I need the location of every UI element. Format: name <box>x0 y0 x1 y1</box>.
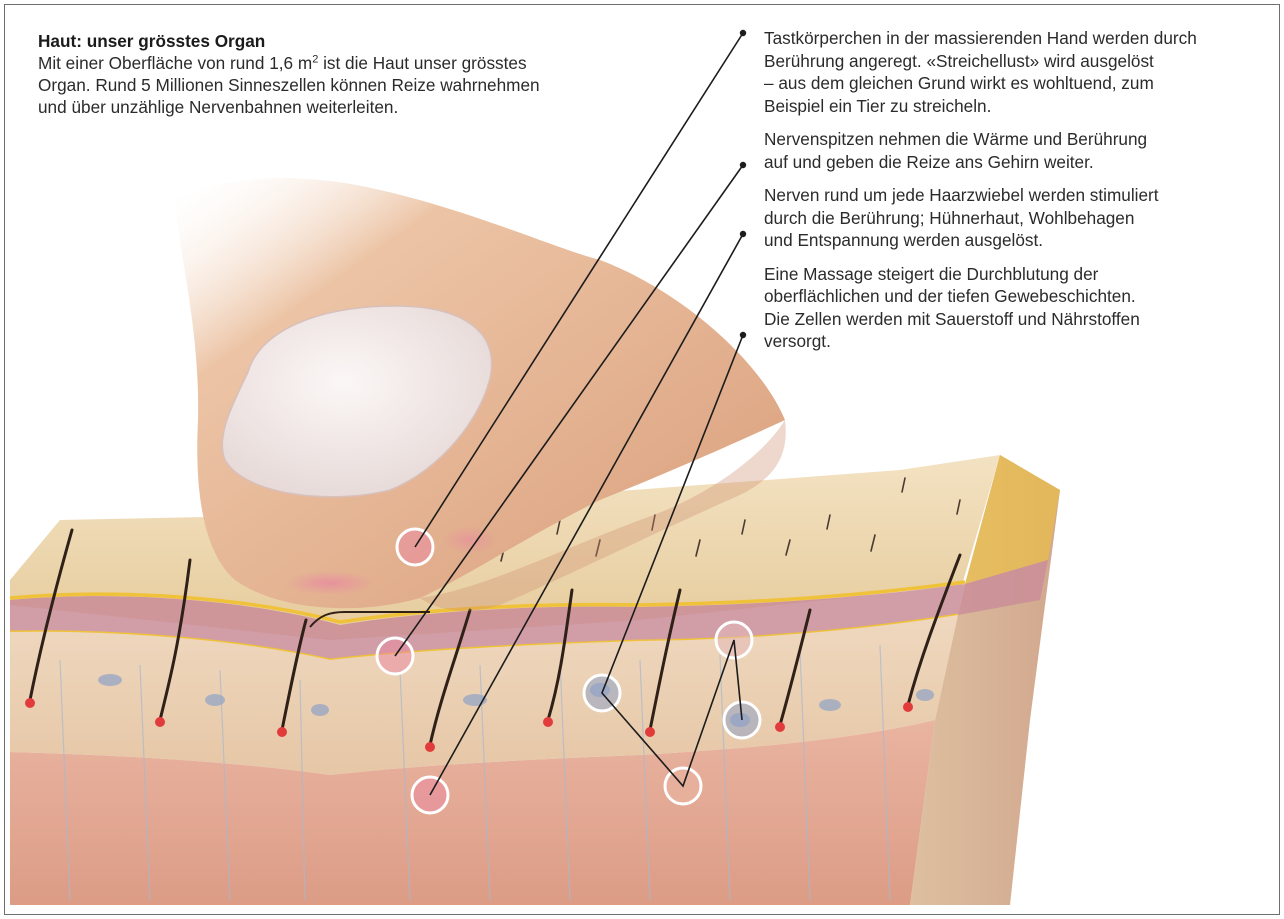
intro-title: Haut: unser grösstes Organ <box>38 30 558 52</box>
intro-text-block: Haut: unser grösstes Organ Mit einer Obe… <box>38 30 558 118</box>
intro-body-part1: Mit einer Oberfläche von rund 1,6 m <box>38 53 312 73</box>
callout-tastkoerperchen: Tastkörperchen in der massierenden Hand … <box>764 27 1276 117</box>
leader-dot <box>740 30 746 338</box>
intro-body: Mit einer Oberfläche von rund 1,6 m2 ist… <box>38 52 558 118</box>
callout-nervenspitzen: Nervenspitzen nehmen die Wärme und Berüh… <box>764 128 1276 173</box>
callout-durchblutung: Eine Massage steigert die Durchblutung d… <box>764 263 1276 353</box>
callout-haarzwiebel: Nerven rund um jede Haarzwiebel werden s… <box>764 184 1276 252</box>
callout-list: Tastkörperchen in der massierenden Hand … <box>764 27 1276 364</box>
